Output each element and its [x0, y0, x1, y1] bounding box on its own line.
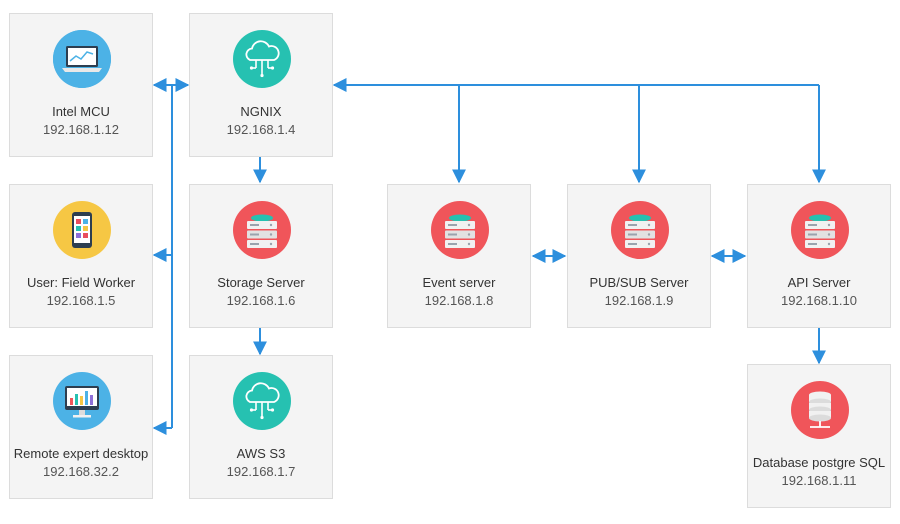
node-api-server[interactable]: API Server 192.168.1.10 [747, 184, 891, 328]
node-name: Event server [422, 275, 496, 290]
node-ngnix[interactable]: NGNIX 192.168.1.4 [189, 13, 333, 157]
node-ip: 192.168.1.5 [46, 293, 116, 308]
node-ip: 192.168.1.7 [226, 464, 296, 479]
node-name: AWS S3 [236, 446, 286, 461]
smartphone-icon [53, 201, 111, 259]
node-ip: 192.168.1.9 [604, 293, 674, 308]
laptop-chart-icon [53, 30, 111, 88]
node-name: User: Field Worker [26, 275, 136, 290]
server-icon [791, 201, 849, 259]
node-intel-mcu[interactable]: Intel MCU 192.168.1.12 [9, 13, 153, 157]
node-ip: 192.168.1.8 [424, 293, 494, 308]
node-name: Remote expert desktop [13, 446, 149, 461]
node-ip: 192.168.1.11 [781, 473, 857, 488]
node-name: Intel MCU [52, 104, 110, 119]
database-icon [791, 381, 849, 439]
node-name: API Server [787, 275, 851, 290]
node-event-server[interactable]: Event server 192.168.1.8 [387, 184, 531, 328]
server-icon [233, 201, 291, 259]
cloud-network-icon [233, 30, 291, 88]
node-ip: 192.168.1.10 [781, 293, 857, 308]
node-name: NGNIX [240, 104, 282, 119]
node-remote-desktop[interactable]: Remote expert desktop 192.168.32.2 [9, 355, 153, 499]
node-name: Storage Server [217, 275, 305, 290]
node-aws-s3[interactable]: AWS S3 192.168.1.7 [189, 355, 333, 499]
node-ip: 192.168.1.4 [226, 122, 296, 137]
monitor-chart-icon [53, 372, 111, 430]
cloud-network-icon [233, 372, 291, 430]
node-name: Database postgre SQL [752, 455, 886, 470]
node-storage-server[interactable]: Storage Server 192.168.1.6 [189, 184, 333, 328]
node-pubsub-server[interactable]: PUB/SUB Server 192.168.1.9 [567, 184, 711, 328]
server-icon [611, 201, 669, 259]
server-icon [431, 201, 489, 259]
node-database[interactable]: Database postgre SQL 192.168.1.11 [747, 364, 891, 508]
node-name: PUB/SUB Server [589, 275, 689, 290]
node-field-worker[interactable]: User: Field Worker 192.168.1.5 [9, 184, 153, 328]
node-ip: 192.168.32.2 [43, 464, 119, 479]
node-ip: 192.168.1.12 [43, 122, 119, 137]
node-ip: 192.168.1.6 [226, 293, 296, 308]
